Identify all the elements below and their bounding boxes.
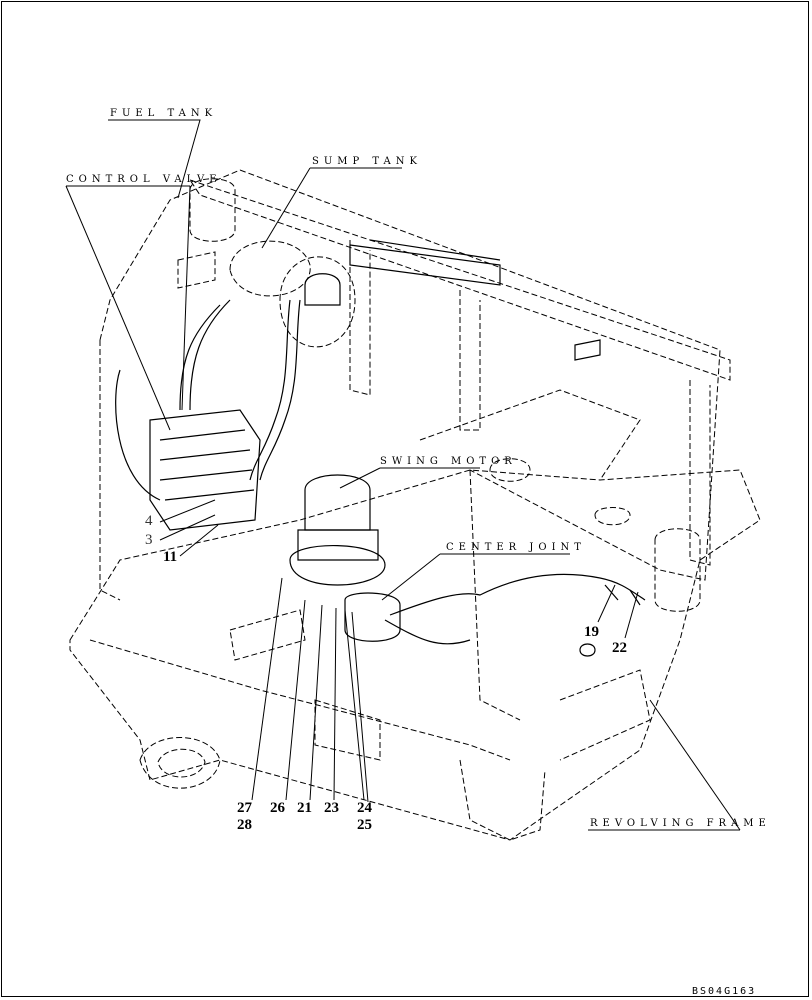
callout-28: 28 (237, 817, 252, 833)
callout-4: 4 (145, 513, 153, 529)
callout-3: 3 (145, 532, 153, 548)
component-solids (115, 239, 646, 657)
callout-11: 11 (163, 549, 178, 565)
callout-27: 27 (237, 800, 252, 816)
drawing-code: BS04G163 (692, 986, 757, 997)
callout-22: 22 (612, 640, 627, 656)
leader-lines (65, 119, 741, 831)
swing-motor-label: SWING MOTOR (380, 456, 517, 467)
callout-26: 26 (270, 800, 285, 816)
callout-19: 19 (584, 624, 599, 640)
callout-21: 21 (297, 800, 312, 816)
control-valve-label: CONTROL VALVE (66, 174, 222, 185)
center-joint-label: CENTER JOINT (446, 542, 586, 553)
callout-24: 24 (357, 800, 372, 816)
fuel-tank-label: FUEL TANK (110, 108, 218, 119)
revolving-frame-label: REVOLVING FRAME (590, 818, 771, 829)
callout-23: 23 (324, 800, 339, 816)
machine-outline (69, 169, 761, 841)
sump-tank-label: SUMP TANK (312, 156, 422, 167)
callout-25: 25 (357, 817, 372, 833)
